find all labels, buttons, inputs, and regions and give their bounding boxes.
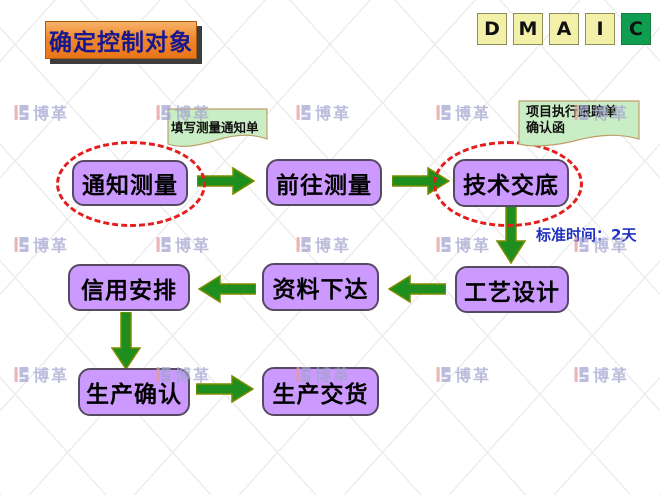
title-banner: 确定控制对象: [45, 21, 197, 59]
brand-logo-icon: [296, 104, 311, 120]
brand-logo-icon: [436, 236, 451, 252]
arrow-down-icon-credit-to-confirm: [111, 312, 141, 370]
watermark: 博革: [14, 100, 69, 124]
flow-node-production-delivery: 生产交货: [262, 367, 379, 416]
dmaic-letter-c: C: [629, 18, 643, 40]
callout-line-1: 项目执行跟踪单: [526, 105, 618, 120]
watermark: 博革: [156, 232, 211, 256]
callout-project-tracking: 项目执行跟踪单 确认函: [518, 100, 640, 150]
page-title: 确定控制对象: [49, 30, 193, 56]
dmaic-letter-m: M: [518, 18, 538, 40]
brand-logo-icon: [436, 366, 451, 382]
callout-text: 项目执行跟踪单 确认函: [526, 105, 617, 137]
flow-node-go-measure: 前往测量: [266, 159, 382, 206]
dmaic-letter-a: A: [556, 18, 572, 40]
flow-node-production-confirm: 生产确认: [78, 368, 190, 416]
document-shape-icon: [518, 100, 640, 147]
watermark: 博革: [436, 232, 491, 256]
watermark: 博革: [436, 362, 491, 386]
brand-text: 博革: [33, 366, 70, 385]
arrow-left-icon-process-to-material: [388, 274, 446, 304]
watermark: 博革: [574, 362, 629, 386]
callout-text: 填写测量通知单: [171, 120, 259, 135]
brand-text: 博革: [175, 236, 212, 255]
watermark: 博革: [436, 100, 491, 124]
dmaic-box-a: A: [549, 13, 579, 45]
dmaic-box-d: D: [477, 13, 507, 45]
brand-logo-icon: [156, 236, 171, 252]
brand-text: 博革: [455, 236, 492, 255]
brand-logo-icon: [296, 236, 311, 252]
brand-logo-icon: [14, 236, 29, 252]
brand-text: 博革: [33, 104, 70, 123]
brand-logo-icon: [14, 104, 29, 120]
brand-logo-icon: [436, 104, 451, 120]
arrow-left-icon-material-to-credit: [198, 274, 256, 304]
flow-node-process-design: 工艺设计: [455, 266, 569, 313]
brand-text: 博革: [593, 366, 630, 385]
arrow-right-icon-confirm-to-delivery: [196, 374, 254, 404]
highlight-ellipse-tech-disclosure: [433, 141, 583, 227]
callout-fill-measure-notice: 填写测量通知单: [167, 108, 268, 150]
watermark: 博革: [296, 232, 351, 256]
document-shape-icon: [167, 108, 268, 147]
brand-text: 博革: [455, 366, 492, 385]
watermark: 博革: [296, 100, 351, 124]
dmaic-strip: D M A I C: [477, 13, 651, 45]
dmaic-letter-i: I: [596, 18, 604, 40]
brand-text: 博革: [455, 104, 492, 123]
callout-line-2: 确认函: [526, 121, 566, 136]
annotation-standard-time: 标准时间：2天: [536, 226, 637, 244]
flow-node-material-release: 资料下达: [262, 263, 379, 311]
brand-text: 博革: [315, 236, 352, 255]
dmaic-box-i: I: [585, 13, 615, 45]
brand-logo-icon: [14, 366, 29, 382]
watermark: 博革: [14, 232, 69, 256]
flow-node-credit-arrange: 信用安排: [68, 264, 190, 311]
highlight-ellipse-notify-measure: [56, 141, 206, 227]
dmaic-box-m: M: [513, 13, 543, 45]
brand-text: 博革: [33, 236, 70, 255]
brand-logo-icon: [574, 366, 589, 382]
brand-text: 博革: [315, 104, 352, 123]
dmaic-box-c-active: C: [621, 13, 651, 45]
watermark: 博革: [14, 362, 69, 386]
dmaic-letter-d: D: [484, 18, 500, 40]
